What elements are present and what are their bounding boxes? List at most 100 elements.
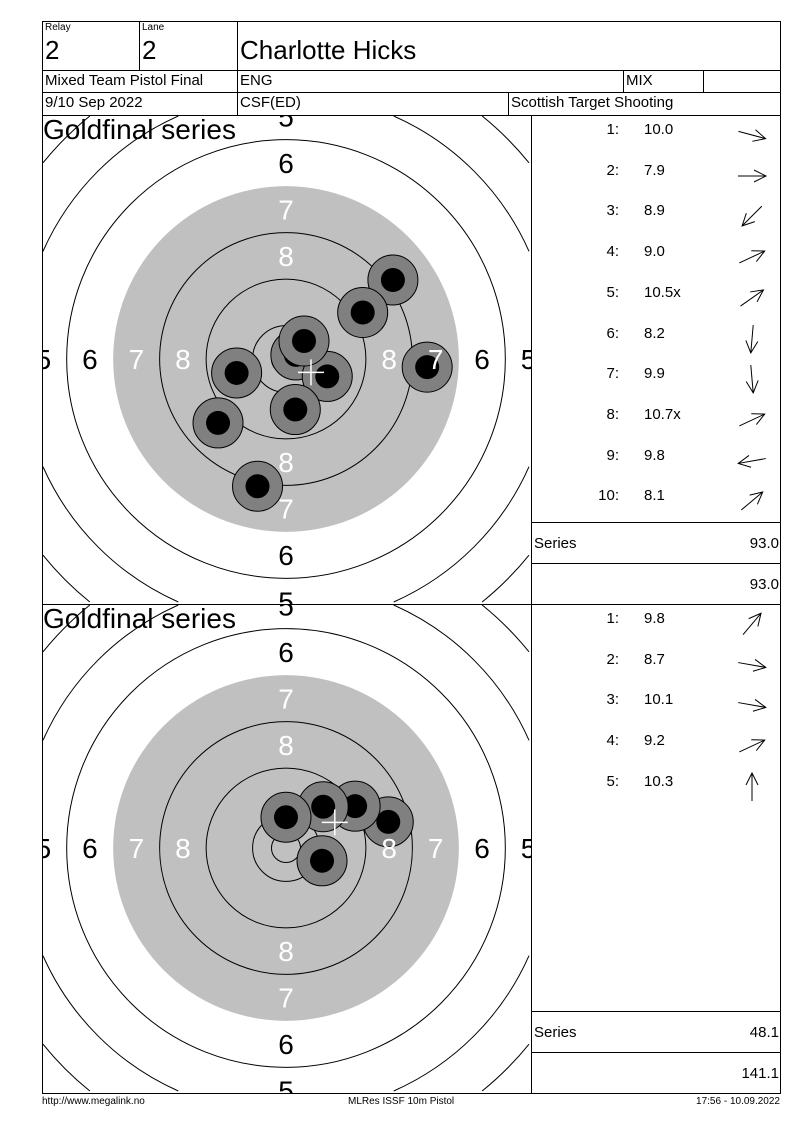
lane-cell: Lane 2 (139, 21, 238, 71)
ring-label-7: 7 (428, 833, 444, 864)
ring-label-8: 8 (278, 730, 294, 761)
shot-center (206, 410, 231, 435)
shot-center (376, 809, 401, 834)
empty-cell (703, 70, 781, 93)
shot-number: 4: (606, 243, 619, 261)
ring-label-7: 7 (278, 683, 294, 714)
ring-label-6: 6 (278, 148, 294, 179)
ring-label-7: 7 (278, 194, 294, 225)
ring-4 (481, 554, 530, 603)
shot-row: 4:9.0 (532, 239, 782, 279)
ring-5 (393, 466, 530, 603)
shot-score: 10.1 (644, 691, 674, 709)
ring-4 (43, 605, 91, 653)
panel-title: Goldfinal series (43, 116, 236, 145)
series-label: Series (534, 1024, 577, 1041)
arrow-head (750, 289, 765, 302)
series-row: Series 48.1 (532, 1011, 781, 1053)
ring-label-5: 5 (278, 605, 294, 621)
lane-value: 2 (142, 35, 157, 65)
shot-center (274, 805, 298, 830)
series-row: Series 93.0 (532, 522, 781, 564)
ring-4 (481, 116, 530, 164)
ring-5 (43, 955, 179, 1092)
class: MIX (623, 70, 704, 93)
ring-5 (43, 466, 179, 603)
running-total-row: 93.0 (532, 563, 781, 605)
relay-cell: Relay 2 (42, 21, 140, 71)
footer-link[interactable]: http://www.megalink.no (42, 1096, 145, 1107)
club: CSF(ED) (237, 92, 509, 116)
ring-label-7: 7 (129, 833, 145, 864)
arrow-group (742, 612, 762, 636)
series-total: 48.1 (749, 1024, 779, 1041)
shot-score: 8.7 (644, 650, 665, 668)
ring-5 (43, 605, 179, 741)
shot-score: 7.9 (644, 161, 665, 179)
relay-value: 2 (45, 35, 60, 65)
arrow-shaft (738, 130, 766, 140)
shot-row: 6:8.2 (532, 321, 782, 361)
direction-arrow-icon (745, 365, 759, 395)
ring-label-5: 5 (521, 344, 531, 375)
ring-4 (43, 1043, 91, 1092)
direction-arrow-icon (740, 289, 765, 307)
ring-label-8: 8 (175, 344, 191, 375)
shot-center (350, 300, 375, 325)
shot-score: 8.1 (644, 487, 665, 505)
direction-arrow-icon (745, 324, 759, 354)
shot-row: 9:9.8 (532, 443, 782, 483)
shot-number: 10: (598, 487, 619, 505)
arrow-head (737, 454, 752, 468)
ring-label-5: 5 (43, 344, 51, 375)
shot-row: 8:10.7x (532, 402, 782, 442)
shot-score: 10.3 (644, 772, 674, 790)
arrow-group (745, 365, 759, 395)
ring-label-6: 6 (278, 540, 294, 571)
arrow-shaft (750, 324, 754, 353)
direction-arrow-icon (745, 771, 759, 801)
event-date: 9/10 Sep 2022 (42, 92, 238, 116)
ring-4 (481, 1043, 530, 1092)
footer-timestamp: 17:56 - 10.09.2022 (696, 1096, 780, 1107)
shot-center (283, 397, 308, 422)
ring-4 (481, 605, 530, 653)
ring-9 (205, 767, 367, 929)
ring-label-6: 6 (278, 637, 294, 668)
running-total: 93.0 (749, 576, 779, 593)
arrow-group (740, 289, 765, 307)
shot-center (380, 267, 405, 292)
arrow-head (745, 339, 759, 354)
direction-arrow-icon (738, 699, 767, 713)
direction-arrow-icon (740, 491, 764, 511)
shot-row: 2:8.7 (532, 647, 782, 687)
ring-4 (43, 116, 91, 164)
shot-number: 6: (606, 324, 619, 342)
arrow-group (745, 324, 759, 354)
shot-number: 8: (606, 405, 619, 423)
shot-center (292, 328, 317, 353)
shot-row: 1:10.0 (532, 117, 782, 157)
direction-arrow-icon (738, 658, 767, 672)
shot-number: 2: (606, 161, 619, 179)
ring-label-5: 5 (521, 833, 531, 864)
shot-score: 8.9 (644, 202, 665, 220)
running-total: 141.1 (741, 1065, 779, 1082)
arrow-group (738, 129, 767, 142)
shot-row: 4:9.2 (532, 728, 782, 768)
shot-score: 10.5x (644, 283, 681, 301)
direction-arrow-icon (741, 206, 763, 228)
arrow-group (739, 739, 766, 753)
ring-label-6: 6 (474, 344, 490, 375)
arrow-head (745, 771, 759, 786)
shot-row: 5:10.3 (532, 769, 782, 809)
arrow-shaft (740, 289, 764, 307)
ring-label-7: 7 (278, 494, 294, 525)
ring-label-6: 6 (474, 833, 490, 864)
shot-number: 5: (606, 283, 619, 301)
